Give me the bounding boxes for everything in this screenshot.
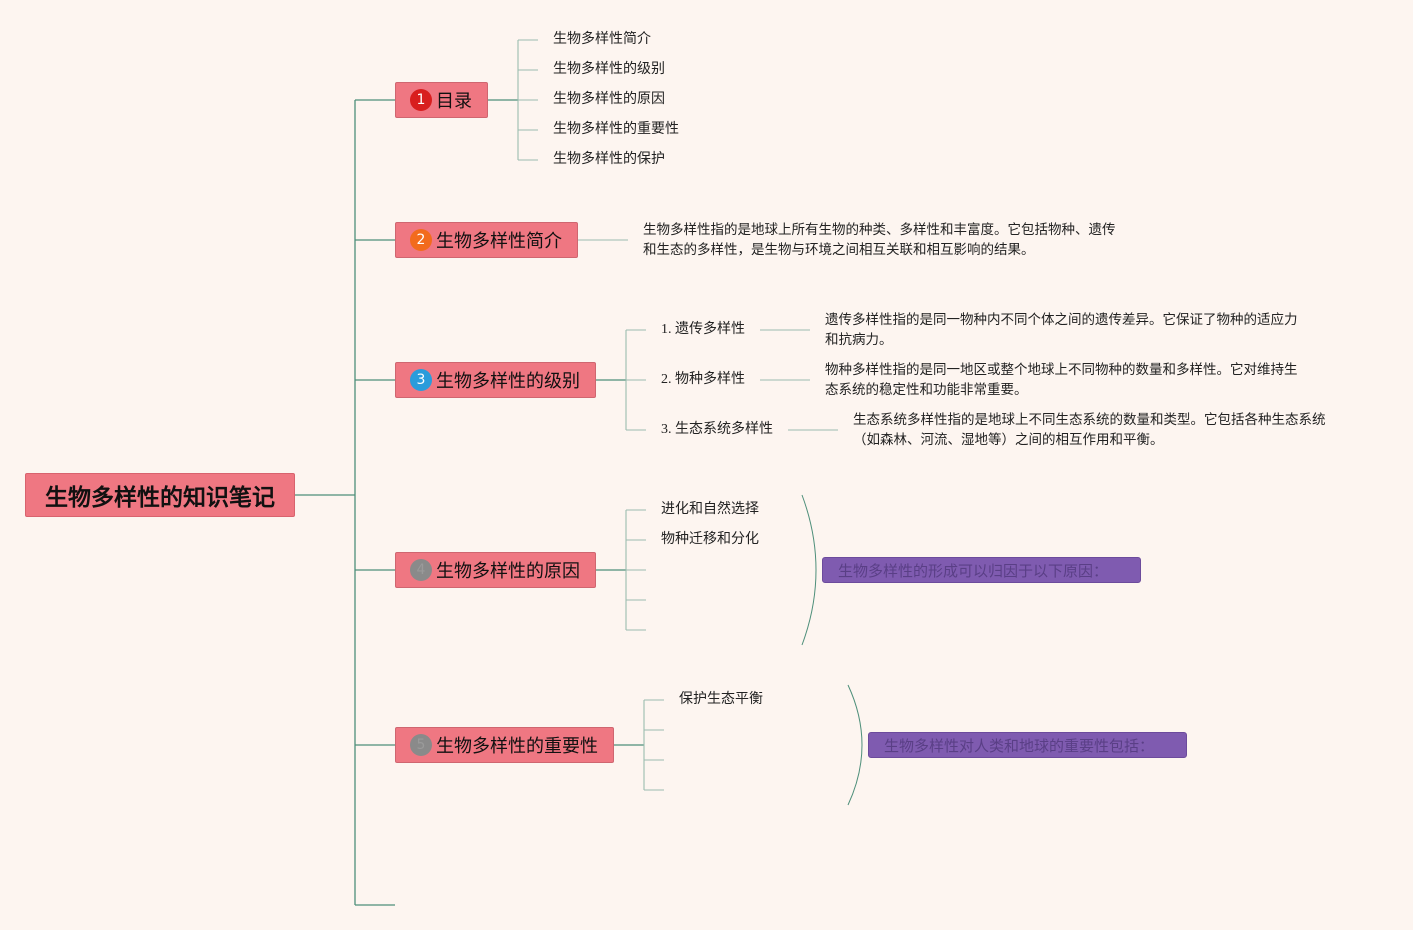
cause-item[interactable]: 进化和自然选择 (661, 502, 759, 517)
topic-label: 生物多样性简介 (436, 231, 562, 252)
topic-levels[interactable]: 3 生物多样性的级别 (395, 362, 596, 398)
topic-intro[interactable]: 2 生物多样性简介 (395, 222, 578, 258)
number-badge-3: 3 (410, 369, 432, 391)
toc-item[interactable]: 生物多样性的重要性 (553, 122, 679, 137)
toc-item[interactable]: 生物多样性的原因 (553, 92, 665, 107)
toc-item[interactable]: 生物多样性的级别 (553, 62, 665, 77)
levels-ticks (626, 329, 646, 431)
topic-label: 生物多样性的重要性 (436, 736, 598, 757)
causes-ticks (626, 509, 646, 631)
number-badge-4: 4 (410, 559, 432, 581)
toc-ticks (518, 39, 538, 161)
importance-summary-brace (847, 684, 863, 806)
importance-item[interactable]: 保护生态平衡 (679, 692, 763, 707)
level-desc-line: 生态系统多样性指的是地球上不同生态系统的数量和类型。它包括各种生态系统 (853, 412, 1326, 428)
intro-text[interactable]: 生物多样性指的是地球上所有生物的种类、多样性和丰富度。它包括物种、遗传 和生态的… (643, 220, 1116, 260)
level-desc-line: 遗传多样性指的是同一物种内不同个体之间的遗传差异。它保证了物种的适应力 (825, 312, 1298, 328)
topic-label: 生物多样性的原因 (436, 561, 580, 582)
causes-summary[interactable]: 生物多样性的形成可以归因于以下原因： (822, 557, 1141, 583)
topic-importance[interactable]: 5 生物多样性的重要性 (395, 727, 614, 763)
root-title: 生物多样性的知识笔记 (45, 485, 275, 511)
number-badge-1: 1 (410, 89, 432, 111)
level-item-genetic[interactable]: 1. 遗传多样性 (661, 322, 745, 337)
topic-toc[interactable]: 1 目录 (395, 82, 488, 118)
intro-line-1: 生物多样性指的是地球上所有生物的种类、多样性和丰富度。它包括物种、遗传 (643, 222, 1116, 238)
level-desc-line: 物种多样性指的是同一地区或整个地球上不同物种的数量和多样性。它对维持生 (825, 362, 1298, 378)
level-item-ecosystem[interactable]: 3. 生态系统多样性 (661, 422, 773, 437)
causes-summary-brace (801, 494, 817, 646)
number-badge-2: 2 (410, 229, 432, 251)
level-desc-ecosystem[interactable]: 生态系统多样性指的是地球上不同生态系统的数量和类型。它包括各种生态系统 （如森林… (853, 410, 1326, 450)
level-desc-line: 和抗病力。 (825, 332, 893, 348)
level-desc-genetic[interactable]: 遗传多样性指的是同一物种内不同个体之间的遗传差异。它保证了物种的适应力 和抗病力… (825, 310, 1298, 350)
toc-item[interactable]: 生物多样性的保护 (553, 152, 665, 167)
importance-summary-text: 生物多样性对人类和地球的重要性包括： (884, 736, 1155, 755)
toc-item[interactable]: 生物多样性简介 (553, 32, 651, 47)
importance-summary[interactable]: 生物多样性对人类和地球的重要性包括： (868, 732, 1187, 758)
topic-label: 生物多样性的级别 (436, 371, 580, 392)
level-desc-line: 态系统的稳定性和功能非常重要。 (825, 382, 1028, 398)
topic-label: 目录 (436, 91, 472, 112)
root-node[interactable]: 生物多样性的知识笔记 (25, 473, 295, 517)
cause-item[interactable]: 物种迁移和分化 (661, 532, 759, 547)
level-desc-species[interactable]: 物种多样性指的是同一地区或整个地球上不同物种的数量和多样性。它对维持生 态系统的… (825, 360, 1298, 400)
level-item-species[interactable]: 2. 物种多样性 (661, 372, 745, 387)
importance-ticks (644, 699, 664, 791)
topic-causes[interactable]: 4 生物多样性的原因 (395, 552, 596, 588)
intro-line-2: 和生态的多样性，是生物与环境之间相互关联和相互影响的结果。 (643, 242, 1035, 258)
level-desc-line: （如森林、河流、湿地等）之间的相互作用和平衡。 (853, 432, 1164, 448)
number-badge-5: 5 (410, 734, 432, 756)
causes-summary-text: 生物多样性的形成可以归因于以下原因： (838, 561, 1109, 580)
